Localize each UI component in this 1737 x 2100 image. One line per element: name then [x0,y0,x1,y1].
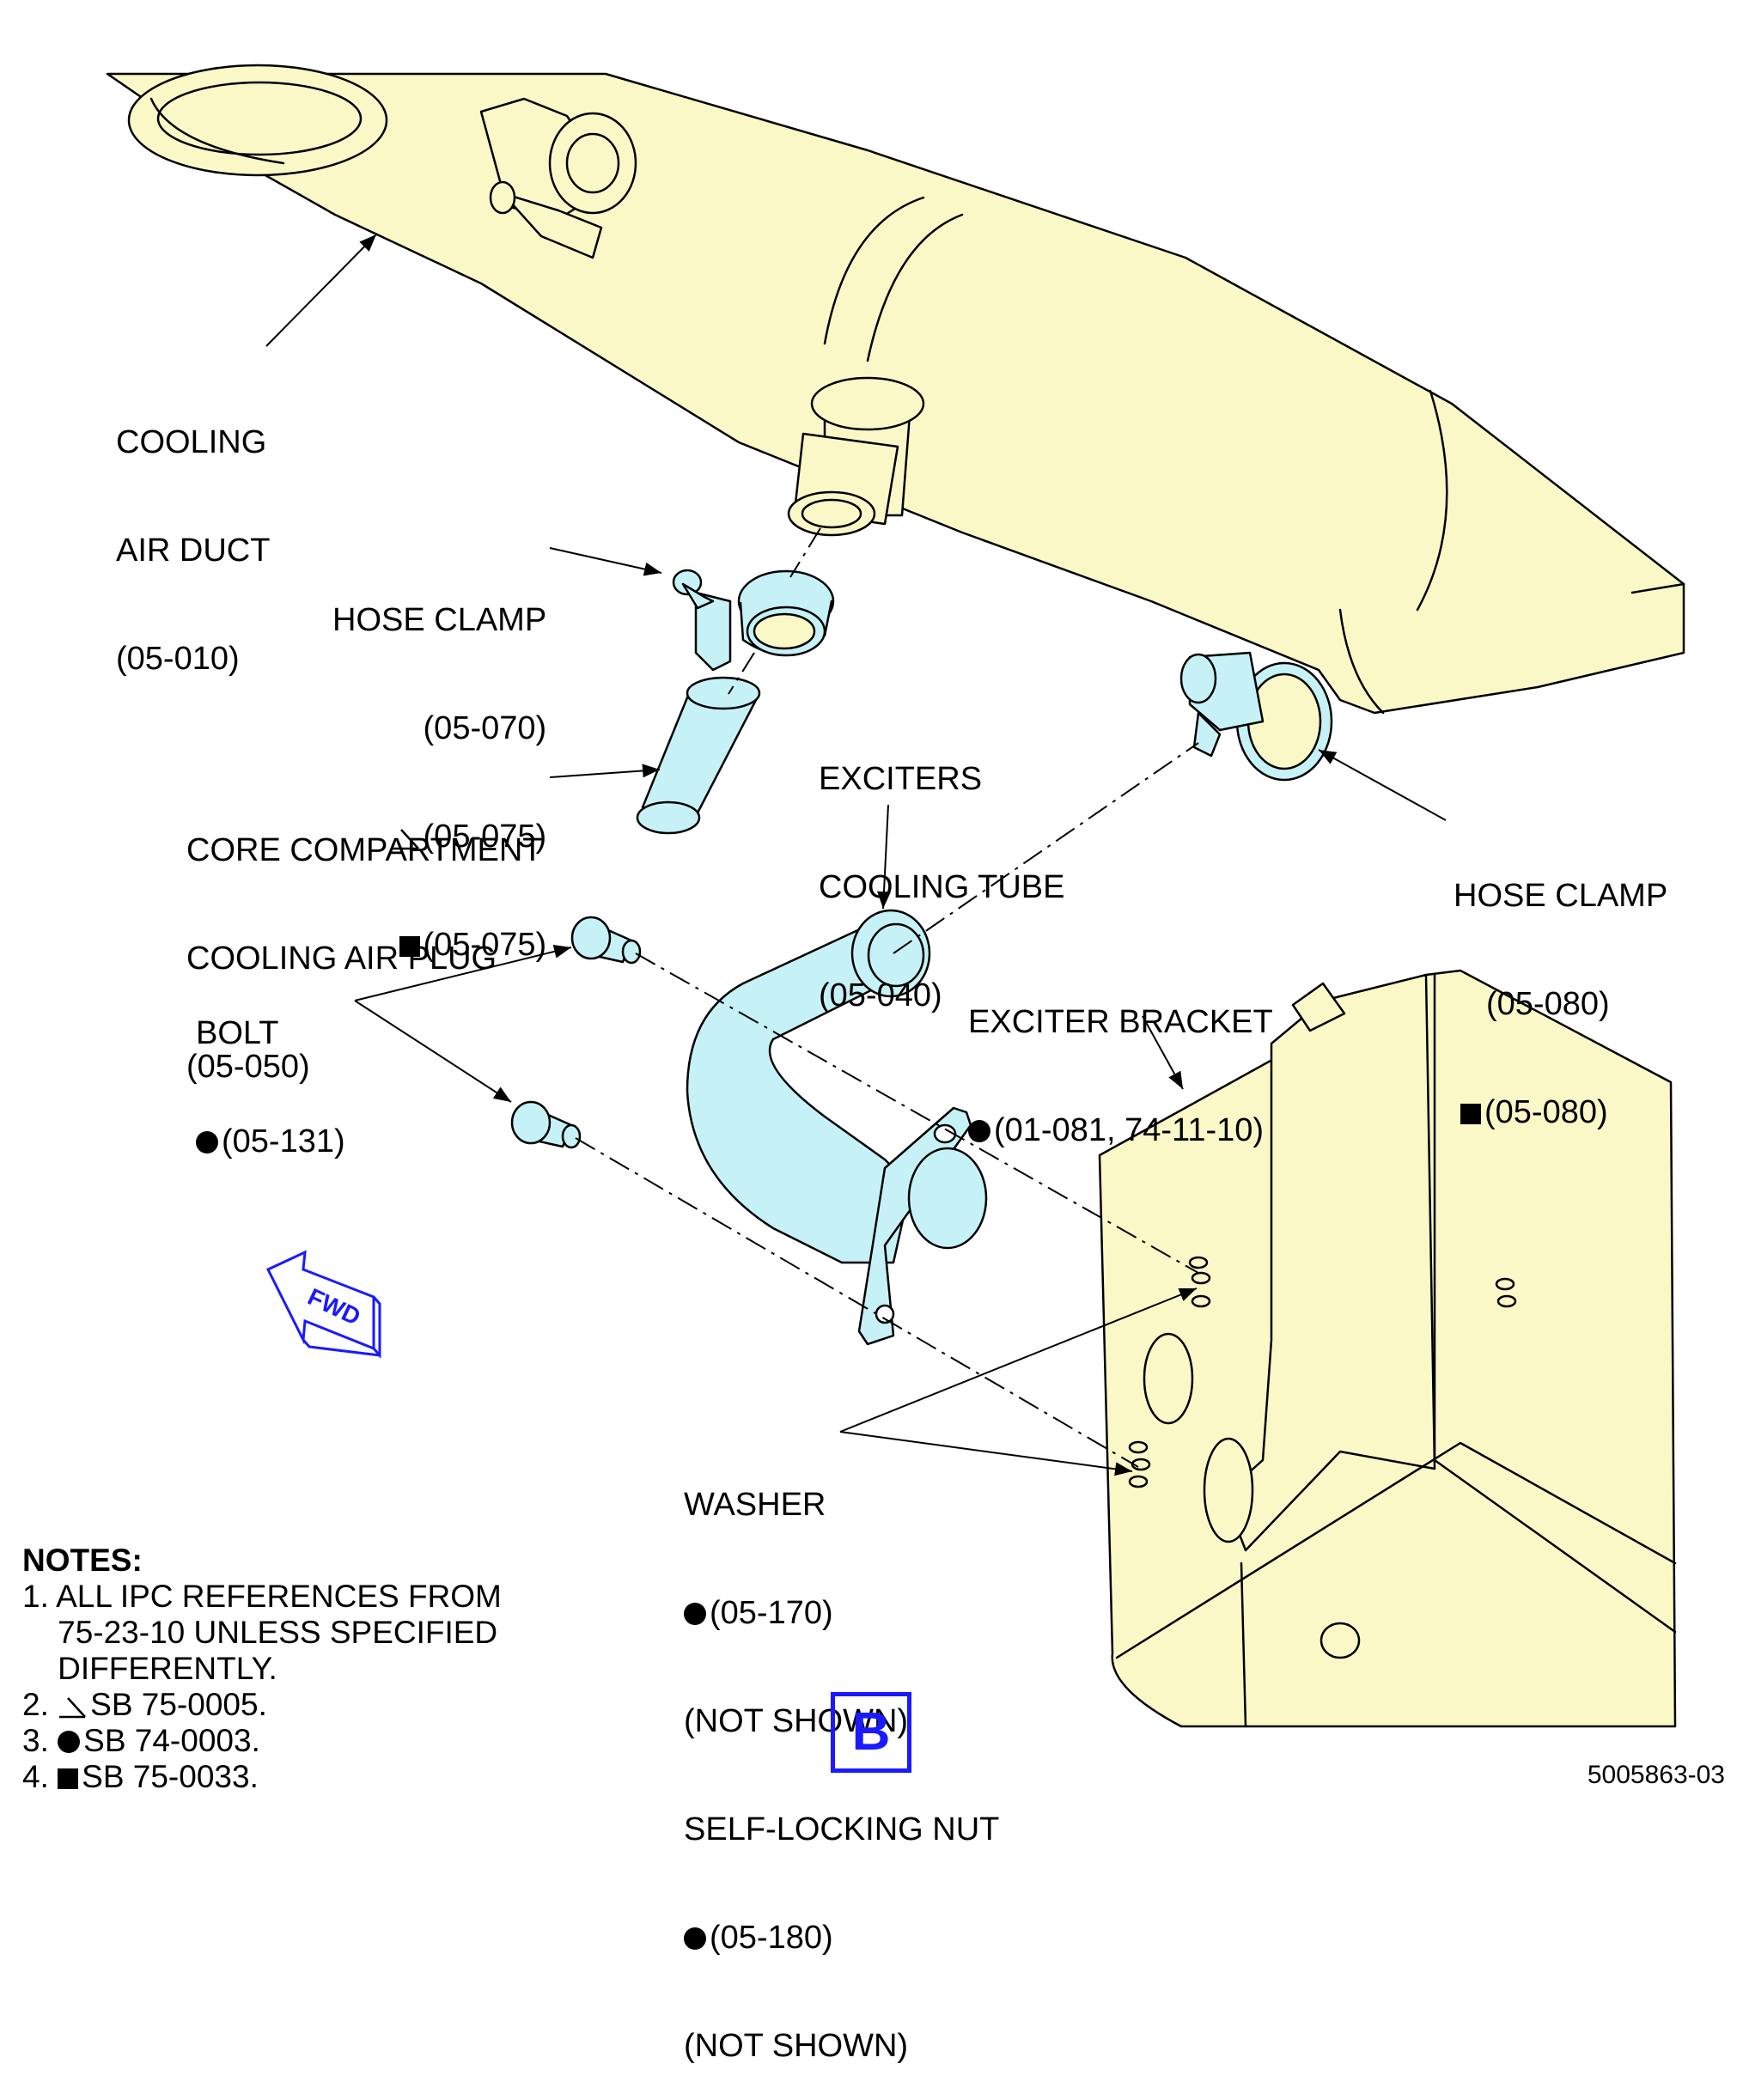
core-compartment-cooling-air-plug [636,676,761,835]
cooling-air-duct [106,64,1685,715]
washer-upper [1188,1256,1211,1308]
dot-note-icon [58,1731,81,1753]
center-lines [575,527,1199,1468]
dot-note-icon [196,1131,218,1153]
label-exciters-cooling-tube: EXCITERS COOLING TUBE (05-040) [819,761,1065,1013]
square-note-icon [1460,1104,1481,1124]
fwd-arrow-icon: FWD [265,1250,381,1359]
notes-block: NOTES: 1. ALL IPC REFERENCES FROM 75-23-… [22,1543,502,1794]
triangle-note-icon [392,829,419,850]
drawing-number: 5005863-03 [1587,1761,1725,1789]
notes-heading: NOTES: [22,1543,143,1578]
exciter-bracket [1098,969,1677,1728]
washer-lower [1128,1440,1151,1488]
bolt-lower [510,1100,582,1149]
note-1: 1. ALL IPC REFERENCES FROM [22,1579,502,1614]
bracket-fastener [1495,1277,1517,1308]
exploded-view-illustration: FWD [106,64,1685,1728]
triangle-note-icon [59,1697,87,1719]
note-2: 2. SB 75-0005. [22,1687,267,1722]
exciters-cooling-tube [686,909,988,1346]
label-hose-clamp-1: HOSE CLAMP (05-070) (05-075) (05-075) [332,602,547,963]
square-note-icon [58,1768,79,1789]
hose-clamp-05-070 [672,569,835,672]
label-bolt: BOLT (05-131) [196,1015,345,1160]
note-4: 4. SB 75-0033. [22,1759,259,1794]
dot-note-icon [684,1927,706,1950]
label-hose-clamp-2: HOSE CLAMP (05-080) (05-080) [1454,878,1668,1130]
label-cooling-air-duct: COOLING AIR DUCT (05-010) [116,424,271,677]
label-core-compartment-plug: CORE COMPARTMENT COOLING AIR PLUG (05-05… [186,832,543,1085]
dot-note-icon [968,1120,990,1142]
note-3: 3. SB 74-0003. [22,1723,260,1758]
leader-lines [265,234,1447,1476]
bolt-upper [570,916,642,965]
label-exciter-bracket: EXCITER BRACKET (01-081, 74-11-10) [968,1004,1273,1148]
hose-clamp-05-080 [1179,651,1333,782]
dot-note-icon [684,1603,706,1625]
view-letter-box: B [831,1692,911,1773]
square-note-icon [399,936,420,957]
